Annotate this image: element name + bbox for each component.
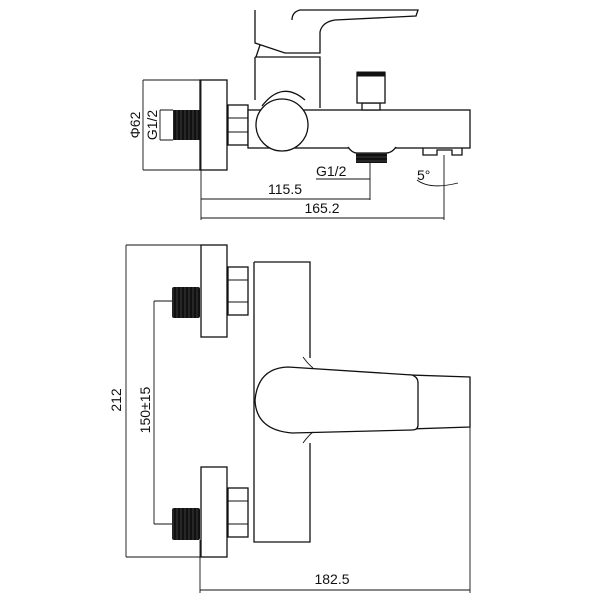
mixer-body [253,261,311,543]
angle-label: 5° [417,167,430,183]
diverter-stem [361,102,381,111]
diameter-label: Φ62 [127,111,143,138]
body-hump [261,90,306,107]
dim-outlet: 115.5 [268,181,302,197]
top-view: 212 150±15 182.5 [108,244,471,593]
wall-plate [199,79,228,171]
inlet-nut [227,104,249,146]
spout-tip [422,148,463,156]
dim-height: 212 [108,388,124,412]
wall-plate-top [200,244,228,338]
angle-arc [416,179,459,187]
diverter-knob [356,72,386,104]
nut-bottom [227,487,249,538]
side-view: Φ62 G1/2 G1/2 115.5 165.2 5° [127,9,471,220]
nut-top [227,266,249,316]
outlet-boss [347,146,397,154]
mixer-cartridge [255,98,309,152]
handle-neck [254,44,321,108]
outlet-thread [356,153,387,163]
inlet-thread-label: G1/2 [144,110,160,141]
dim-depth: 182.5 [314,571,349,587]
inlet-thread [173,110,200,140]
inlet-thread-top [172,287,200,318]
lever-handle [254,9,419,54]
lever-top [254,366,419,434]
inlet-thread-bottom [172,508,200,540]
outlet-thread-label: G1/2 [316,163,347,179]
wall-plate-bottom [200,466,228,558]
dim-centres: 150±15 [137,386,153,433]
dim-spout: 165.2 [304,200,339,216]
